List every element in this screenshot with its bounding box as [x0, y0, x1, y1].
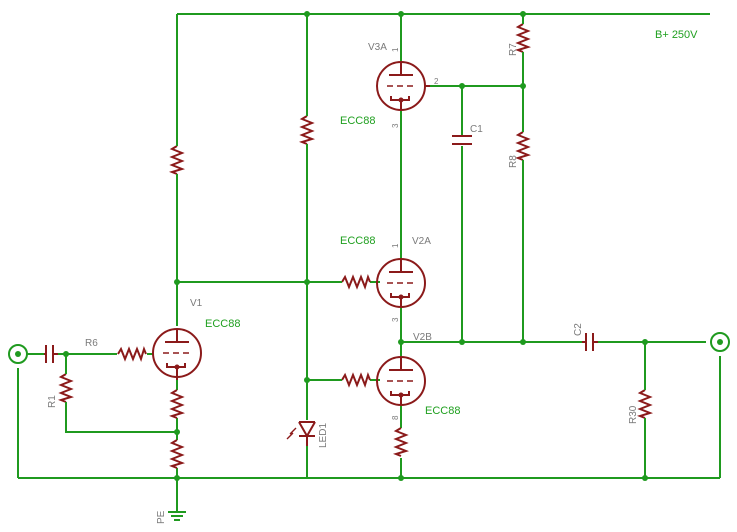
v2a-type: ECC88 [340, 235, 375, 247]
pin-label: 3 [391, 123, 400, 128]
junction-dots [63, 11, 648, 481]
v3a-type: ECC88 [340, 115, 375, 127]
tube-v1 [152, 328, 202, 380]
led-symbol [286, 421, 316, 446]
r7-label: R7 [508, 43, 519, 56]
v2b-ref: V2B [413, 332, 432, 343]
v3a-ref: V3A [368, 42, 387, 53]
tube-v2a [376, 258, 426, 308]
pin-label: 1 [391, 243, 400, 248]
tube-v2b [376, 356, 426, 406]
v2b-type: ECC88 [425, 405, 460, 417]
tube-v3a [376, 61, 430, 111]
c1-label: C1 [470, 124, 483, 135]
r8-label: R8 [508, 155, 519, 168]
ground-symbol [168, 508, 186, 521]
v1-ref: V1 [190, 298, 203, 309]
pin-label: 3 [391, 317, 400, 322]
c2-label: C2 [573, 323, 584, 336]
input-jack [8, 344, 28, 364]
v1-type: ECC88 [205, 318, 240, 330]
output-jack [710, 332, 730, 352]
resistors [60, 20, 651, 469]
capacitors [44, 135, 598, 363]
ground-label: PE [156, 510, 167, 524]
r6-label: R6 [85, 338, 98, 349]
wires [17, 13, 721, 508]
led1-label: LED1 [318, 423, 329, 448]
pin-label: 1 [391, 47, 400, 52]
r1-label: R1 [47, 395, 58, 408]
pin-label: 2 [434, 77, 439, 86]
pin-label: 8 [391, 415, 400, 420]
supply-label: B+ 250V [655, 29, 698, 41]
v2a-ref: V2A [412, 236, 431, 247]
r30-label: R30 [628, 405, 639, 424]
labels: B+ 250V V3A ECC88 V2A ECC88 V2B ECC88 V1… [47, 29, 698, 524]
